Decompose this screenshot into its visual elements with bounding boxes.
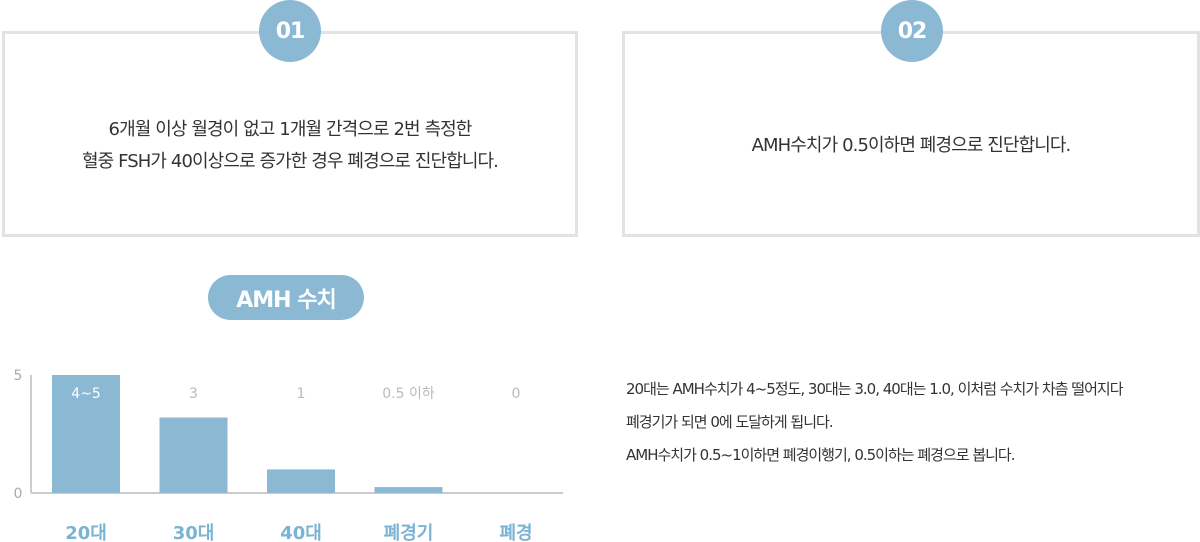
y-tick-group: 05 bbox=[14, 368, 23, 502]
info-card-2: AMH수치가 0.5이하면 폐경으로 진단합니다. bbox=[622, 31, 1200, 237]
value-label-group: 4~5 3 1 0.5 이하 0 bbox=[71, 386, 520, 402]
category-label-1: 30대 bbox=[173, 523, 215, 542]
category-label-0: 20대 bbox=[65, 523, 107, 542]
bar-3 bbox=[374, 487, 443, 493]
bar-value-label-1: 3 bbox=[189, 386, 198, 402]
step-badge-01: 01 bbox=[259, 0, 321, 62]
bar-2 bbox=[267, 469, 335, 493]
description-line-1: 20대는 AMH수치가 4~5정도, 30대는 3.0, 40대는 1.0, 이… bbox=[626, 380, 1123, 398]
description-line-2: 폐경기가 되면 0에 도달하게 됩니다. bbox=[626, 413, 834, 431]
category-label-3: 폐경기 bbox=[384, 523, 434, 542]
bar-group bbox=[52, 375, 443, 493]
bar-1 bbox=[159, 417, 228, 493]
category-label-4: 폐경 bbox=[499, 523, 532, 542]
step-badge-02: 02 bbox=[881, 0, 943, 62]
bar-value-label-0: 4~5 bbox=[71, 386, 101, 402]
info-card-1: 6개월 이상 월경이 없고 1개월 간격으로 2번 측정한 혈중 FSH가 40… bbox=[2, 31, 578, 237]
bar-value-label-4: 0 bbox=[512, 386, 521, 402]
amh-description: 20대는 AMH수치가 4~5정도, 30대는 3.0, 40대는 1.0, 이… bbox=[626, 373, 1123, 472]
card-1-text: 6개월 이상 월경이 없고 1개월 간격으로 2번 측정한 혈중 FSH가 40… bbox=[81, 114, 499, 178]
card-1-line-2: 혈중 FSH가 40이상으로 증가한 경우 폐경으로 진단합니다. bbox=[81, 151, 499, 172]
category-label-2: 40대 bbox=[280, 523, 322, 542]
y-tick-label-0: 0 bbox=[14, 486, 23, 502]
bar-value-label-3: 0.5 이하 bbox=[382, 386, 435, 402]
y-tick-label-1: 5 bbox=[14, 368, 23, 384]
category-label-group: 20대 30대 40대 폐경기 폐경 bbox=[65, 523, 532, 542]
card-1-line-1: 6개월 이상 월경이 없고 1개월 간격으로 2번 측정한 bbox=[108, 119, 473, 140]
description-line-3: AMH수치가 0.5~1이하면 폐경이행기, 0.5이하는 폐경으로 봅니다. bbox=[626, 446, 1015, 464]
bar-0 bbox=[52, 375, 120, 493]
bar-value-label-2: 1 bbox=[297, 386, 306, 402]
amh-section-pill: AMH 수치 bbox=[208, 275, 364, 320]
card-2-line-1: AMH수치가 0.5이하면 폐경으로 진단합니다. bbox=[751, 135, 1072, 156]
card-2-text: AMH수치가 0.5이하면 폐경으로 진단합니다. bbox=[751, 130, 1072, 162]
